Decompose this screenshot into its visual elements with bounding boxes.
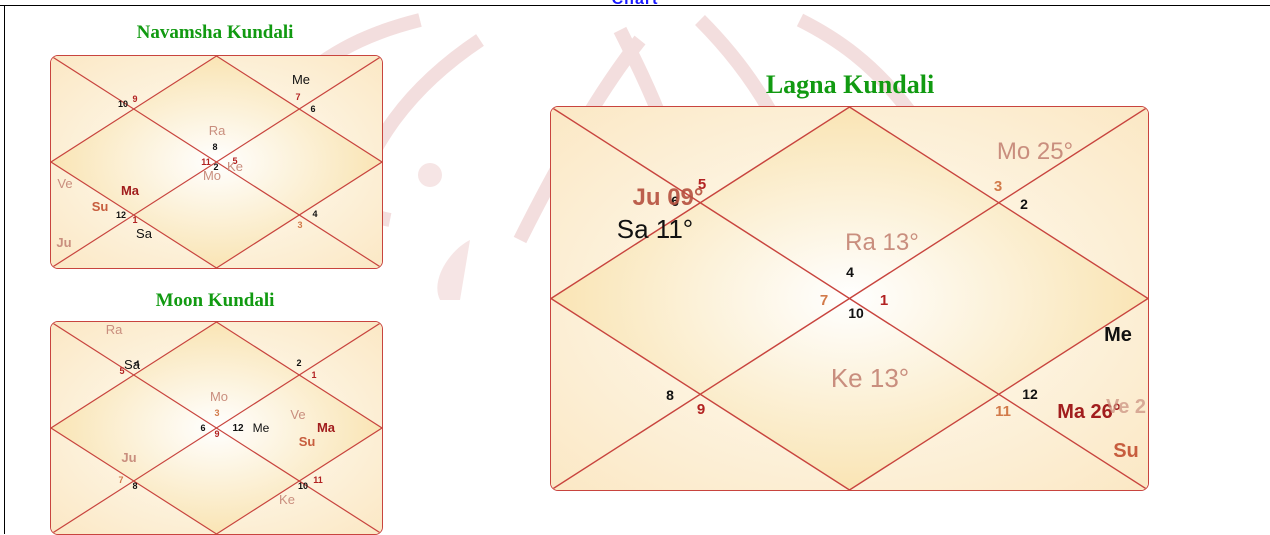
navamsha-sign-8: 8 xyxy=(212,142,217,152)
moon-planet-ju: Ju xyxy=(121,450,136,465)
navamsha-chart: 8 11 2 5 10 9 7 6 1 12 4 3 Ra Me Ve Ma S… xyxy=(50,55,383,269)
left-border xyxy=(4,5,5,534)
navamsha-sign-2: 2 xyxy=(213,162,218,172)
navamsha-planet-sa: Sa xyxy=(136,226,153,241)
moon-planet-mo: Mo xyxy=(210,389,228,404)
moon-planet-su: Su xyxy=(299,434,316,449)
navamsha-planet-ma: Ma xyxy=(121,183,140,198)
top-border xyxy=(0,5,1270,6)
navamsha-sign-6: 6 xyxy=(310,104,315,114)
navamsha-sign-4: 4 xyxy=(312,209,317,219)
moon-sign-1: 1 xyxy=(311,370,316,380)
lagna-sign-7: 7 xyxy=(820,292,828,309)
moon-sign-3: 3 xyxy=(214,408,219,418)
moon-sign-2: 2 xyxy=(296,358,301,368)
moon-sign-4: 4 xyxy=(134,359,139,369)
moon-planet-me: Me xyxy=(253,421,270,435)
lagna-planet-ra: Ra 13° xyxy=(845,229,919,256)
navamsha-sign-9: 9 xyxy=(132,94,137,104)
navamsha-sign-5: 5 xyxy=(232,156,237,166)
lagna-planet-ju: Ju 09° xyxy=(633,184,704,211)
moon-planet-ra: Ra xyxy=(106,322,123,337)
navamsha-planet-ju: Ju xyxy=(56,235,71,250)
lagna-sign-1: 1 xyxy=(880,292,888,309)
moon-sign-8: 8 xyxy=(132,481,137,491)
navamsha-planet-ke: Ke xyxy=(227,159,243,174)
lagna-sign-9: 9 xyxy=(697,401,705,418)
moon-planet-sa: Sa xyxy=(124,357,141,372)
moon-title: Moon Kundali xyxy=(155,290,275,311)
moon-sign-11: 11 xyxy=(313,475,323,485)
moon-sign-7: 7 xyxy=(118,475,123,485)
lagna-sign-2: 2 xyxy=(1020,196,1028,212)
moon-planet-ke: Ke xyxy=(279,492,295,507)
lagna-sign-5: 5 xyxy=(698,176,706,193)
navamsha-sign-3: 3 xyxy=(297,220,302,230)
lagna-sign-12: 12 xyxy=(1022,386,1038,402)
navamsha-sign-12: 12 xyxy=(116,210,126,220)
moon-planet-ve: Ve xyxy=(290,407,305,422)
moon-planet-ma: Ma xyxy=(317,420,336,435)
navamsha-planet-su: Su xyxy=(92,199,109,214)
navamsha-sign-11: 11 xyxy=(201,157,211,167)
navamsha-sign-1: 1 xyxy=(132,215,137,225)
navamsha-planet-mo: Mo xyxy=(203,168,221,183)
moon-sign-10: 10 xyxy=(298,481,308,491)
lagna-planet-mo: Mo 25° xyxy=(997,138,1073,165)
lagna-sign-6: 6 xyxy=(671,193,679,209)
moon-sign-12: 12 xyxy=(232,423,244,434)
navamsha-planet-me: Me xyxy=(292,72,310,87)
navamsha-planet-ve: Ve xyxy=(57,176,72,191)
lagna-sign-11: 11 xyxy=(995,403,1011,420)
moon-sign-6: 6 xyxy=(200,423,205,433)
lagna-sign-3: 3 xyxy=(994,178,1002,195)
page-heading-cut: Chart xyxy=(585,0,685,9)
navamsha-sign-7: 7 xyxy=(295,92,300,102)
moon-sign-9: 9 xyxy=(214,429,219,439)
lagna-title: Lagna Kundali xyxy=(765,70,935,99)
lagna-planet-ve-overlap: Ve 2 xyxy=(1106,396,1146,418)
lagna-planet-ke: Ke 13° xyxy=(831,363,909,393)
lagna-planet-ma: Ma 26° xyxy=(1057,401,1121,423)
lagna-sign-10: 10 xyxy=(848,305,864,321)
lagna-planet-sa: Sa 11° xyxy=(617,214,693,244)
lagna-sign-4: 4 xyxy=(846,264,854,280)
lagna-sign-8: 8 xyxy=(666,387,674,403)
navamsha-planet-ra: Ra xyxy=(209,123,226,138)
moon-sign-5: 5 xyxy=(119,366,124,376)
lagna-planet-su: Su xyxy=(1113,440,1139,462)
lagna-planet-me: Me xyxy=(1104,324,1132,346)
navamsha-title: Navamsha Kundali xyxy=(136,22,294,43)
lagna-chart: 4 7 1 10 5 6 3 2 8 9 12 11 Mo 25° Ju 09°… xyxy=(550,106,1149,491)
moon-chart: 4 5 2 1 3 6 9 12 7 8 10 11 Ra Sa Mo Me V… xyxy=(50,321,383,535)
navamsha-sign-10: 10 xyxy=(118,99,128,109)
